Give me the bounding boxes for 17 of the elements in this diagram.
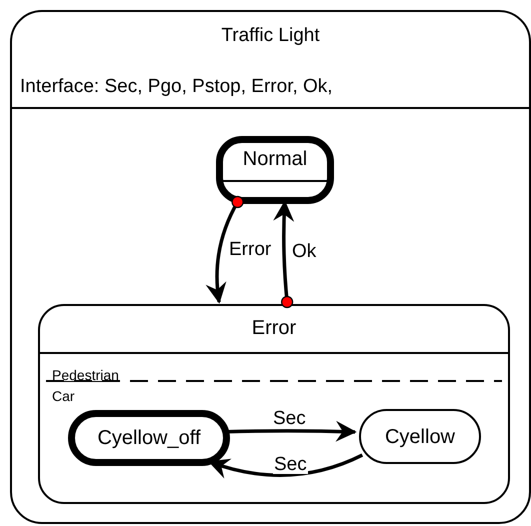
interface-text: Interface: Sec, Pgo, Pstop, Error, Ok, <box>20 75 333 99</box>
transition-arrow <box>226 420 357 442</box>
state-box <box>38 304 510 504</box>
state-name: Cyellow <box>384 424 456 450</box>
region-label: Pedestrian <box>52 366 119 385</box>
edge-label: Sec <box>273 455 308 474</box>
transition-arrow <box>206 196 244 304</box>
state-box <box>216 136 334 204</box>
state-name: Cyellow_off <box>97 426 201 451</box>
state-title: Traffic Light <box>220 24 321 48</box>
state-box <box>359 409 481 464</box>
state-box <box>68 410 230 466</box>
state-name: Error <box>250 316 298 341</box>
state-box <box>10 10 531 524</box>
region-label: Car <box>52 387 75 406</box>
state-name: Normal <box>242 147 308 172</box>
transition-arrow <box>208 453 364 478</box>
